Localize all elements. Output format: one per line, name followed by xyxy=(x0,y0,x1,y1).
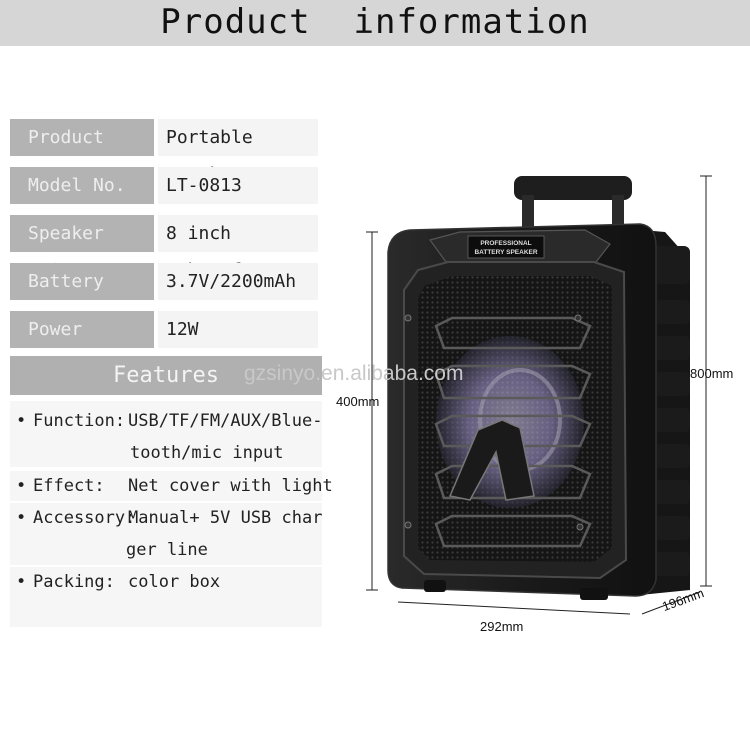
feature-label-packing: Packing: xyxy=(33,572,115,592)
feature-value-accessory-cont: ger line xyxy=(126,540,208,560)
feature-value-packing: color box xyxy=(128,572,221,592)
spec-label-product-name: Product Name xyxy=(10,119,154,185)
feature-bullet: • xyxy=(16,508,27,528)
spec-label-power: Power xyxy=(10,311,154,348)
spec-label-model-no: Model No. xyxy=(10,167,154,204)
dimension-width-label: 292mm xyxy=(480,619,524,634)
feature-label-function: Function: xyxy=(33,411,126,431)
feature-value-effect: Net cover with light xyxy=(128,476,333,496)
speaker-product-image: PROFESSIONAL BATTERY SPEAKER xyxy=(366,175,712,615)
feature-bullet: • xyxy=(16,476,27,496)
badge-text-line1: PROFESSIONAL xyxy=(480,240,531,247)
watermark: gzsinyo.en.alibaba.com xyxy=(244,362,464,385)
feature-row-packing-bg xyxy=(10,567,322,627)
feature-label-accessory: Accessory: xyxy=(33,508,136,528)
feature-row-effect-bg xyxy=(10,471,322,501)
foot xyxy=(580,588,608,600)
feature-row-function-bg xyxy=(10,401,322,467)
spec-value-product-name: Portable speaker xyxy=(158,119,318,185)
spec-value-battery: 3.7V/2200mAh xyxy=(158,263,318,300)
spec-label-speaker-unit: Speaker Unit xyxy=(10,215,154,281)
spec-value-speaker-unit: 8 inch subwoofer xyxy=(158,215,318,281)
feature-value-function: USB/TF/FM/AUX/Blue- xyxy=(128,411,323,431)
screws xyxy=(404,314,584,531)
feature-row-accessory-bg xyxy=(10,503,322,565)
grille-slats xyxy=(434,316,592,548)
title-banner: Product information xyxy=(0,0,750,46)
foot xyxy=(424,580,446,592)
dimension-height-label: 400mm xyxy=(336,394,380,409)
badge-text-line2: BATTERY SPEAKER xyxy=(474,249,537,256)
dimension-lines xyxy=(366,175,712,615)
spec-value-power: 12W xyxy=(158,311,318,348)
page-title: Product information xyxy=(160,2,590,42)
feature-bullet: • xyxy=(16,411,27,431)
spec-label-battery: Battery xyxy=(10,263,154,300)
feature-value-accessory: Manual+ 5V USB char xyxy=(128,508,323,528)
feature-label-effect: Effect: xyxy=(33,476,105,496)
features-heading: Features xyxy=(10,356,322,395)
spec-value-model-no: LT-0813 xyxy=(158,167,318,204)
dimension-total-height-label: 800mm xyxy=(690,366,734,381)
feature-value-function-cont: tooth/mic input xyxy=(130,443,284,463)
feature-bullet: • xyxy=(16,572,27,592)
